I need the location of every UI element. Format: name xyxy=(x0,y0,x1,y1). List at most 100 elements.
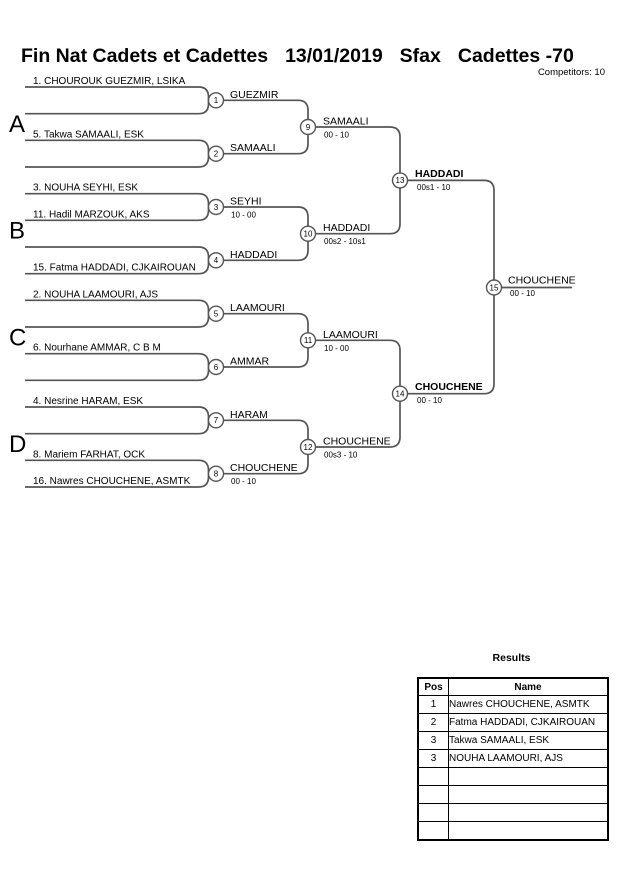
match-score: 00s2 - 10s1 xyxy=(324,237,366,246)
match-score: 00 - 10 xyxy=(510,289,535,298)
winner-label: HADDADI xyxy=(415,168,463,180)
table-row: 2 Fatma HADDADI, CJKAIROUAN xyxy=(417,713,609,732)
table-row: 1 Nawres CHOUCHENE, ASMTK xyxy=(417,695,609,714)
match-number: 5 xyxy=(214,310,219,319)
winner-label: SAMAALI xyxy=(230,142,276,154)
table-row xyxy=(417,821,609,841)
result-pos: 1 xyxy=(417,695,449,714)
competitor-name: 16. Nawres CHOUCHENE, ASMTK xyxy=(33,476,191,487)
result-pos: 3 xyxy=(417,731,449,750)
group-letter-a: A xyxy=(9,111,25,138)
winner-label: SEYHI xyxy=(230,196,262,208)
result-pos xyxy=(417,785,449,804)
winner-label: CHOUCHENE xyxy=(508,275,576,287)
match-score: 00s1 - 10 xyxy=(417,183,451,192)
competitors-count: Competitors: 10 xyxy=(537,67,605,78)
bracket-line-round1-pairs xyxy=(25,86,210,488)
results-header-row: Pos Name xyxy=(417,677,609,696)
result-name xyxy=(448,803,609,822)
winner-label: HADDADI xyxy=(230,249,277,261)
match-score: 10 - 00 xyxy=(324,344,349,353)
winner-label: SAMAALI xyxy=(323,116,369,128)
result-name: Takwa SAMAALI, ESK xyxy=(448,731,609,750)
result-pos: 3 xyxy=(417,749,449,768)
result-name xyxy=(448,767,609,786)
match-number: 13 xyxy=(396,176,405,185)
match-number: 12 xyxy=(304,443,313,452)
table-row xyxy=(417,767,609,786)
result-pos: 2 xyxy=(417,713,449,732)
group-letter-d: D xyxy=(9,431,26,458)
match-circle xyxy=(299,118,317,136)
results-title: Results xyxy=(492,652,531,664)
results-header-pos: Pos xyxy=(417,677,449,696)
title-category: Cadettes -70 xyxy=(457,45,574,67)
match-number: 1 xyxy=(214,96,219,105)
match-circle xyxy=(391,385,409,402)
match-score: 10 - 00 xyxy=(231,211,256,220)
match-circle xyxy=(391,172,409,189)
result-name: Nawres CHOUCHENE, ASMTK xyxy=(448,695,609,714)
result-name: NOUHA LAAMOURI, AJS xyxy=(448,749,609,768)
match-score: 00 - 10 xyxy=(417,396,442,405)
match-circle xyxy=(207,92,225,109)
match-number: 6 xyxy=(214,363,219,372)
match-circle xyxy=(299,438,317,456)
competitor-name: 11. Hadil MARZOUK, AKS xyxy=(33,209,150,220)
bracket-diagram: A B C D 1. CHOUROUK GUEZMIR, LSIKA 5. Ta… xyxy=(9,76,576,488)
result-name xyxy=(448,821,609,841)
match-circle xyxy=(207,198,225,216)
match-circle xyxy=(207,412,225,429)
competitor-name: 2. NOUHA LAAMOURI, AJS xyxy=(33,289,158,300)
match-circle xyxy=(207,145,225,162)
title-event: Fin Nat Cadets et Cadettes xyxy=(21,45,269,67)
competitor-name: 6. Nourhane AMMAR, C B M xyxy=(33,343,161,354)
results-table: Pos Name 1 Nawres CHOUCHENE, ASMTK 2 Fat… xyxy=(417,677,609,841)
match-number: 10 xyxy=(304,230,313,239)
competitor-name: 15. Fatma HADDADI, CJKAIROUAN xyxy=(33,263,196,274)
winner-label: HADDADI xyxy=(323,222,370,234)
match-number: 11 xyxy=(304,336,313,345)
match-circle xyxy=(485,279,503,296)
match-score: 00 - 10 xyxy=(231,477,256,486)
result-pos xyxy=(417,803,449,822)
result-name xyxy=(448,785,609,804)
bracket-line-round1-winners xyxy=(223,99,309,475)
result-pos xyxy=(417,821,449,841)
title-city: Sfax xyxy=(399,45,441,67)
results-header-name: Name xyxy=(448,677,609,696)
match-circle xyxy=(207,358,225,376)
table-row: 3 Takwa SAMAALI, ESK xyxy=(417,731,609,750)
group-letter-c: C xyxy=(9,324,26,351)
match-score: 00 - 10 xyxy=(324,131,349,140)
match-number: 8 xyxy=(214,470,219,479)
match-number: 15 xyxy=(490,283,499,292)
match-circle xyxy=(299,332,317,349)
match-number: 2 xyxy=(214,150,219,159)
match-number: 3 xyxy=(214,203,219,212)
match-circle xyxy=(207,465,225,482)
competitor-name: 5. Takwa SAMAALI, ESK xyxy=(33,129,144,140)
competitor-name: 3. NOUHA SEYHI, ESK xyxy=(33,183,138,194)
winner-label: HARAM xyxy=(230,409,268,421)
bracket-line-round2-winners xyxy=(315,126,401,448)
competitor-name: 4. Nesrine HARAM, ESK xyxy=(33,396,143,407)
competitor-name: 8. Mariem FARHAT, OCK xyxy=(33,449,145,460)
winner-label: AMMAR xyxy=(230,356,270,368)
winner-label: CHOUCHENE xyxy=(323,436,391,448)
match-number: 4 xyxy=(214,256,219,265)
title-date: 13/01/2019 xyxy=(285,45,383,67)
match-score: 00s3 - 10 xyxy=(324,451,358,460)
bracket-line-semifinal-winners xyxy=(407,179,495,395)
winner-label: CHOUCHENE xyxy=(415,381,483,393)
competitor-name: 1. CHOUROUK GUEZMIR, LSIKA xyxy=(33,76,186,87)
table-row xyxy=(417,785,609,804)
winner-label: CHOUCHENE xyxy=(230,462,298,474)
match-circle xyxy=(207,252,225,269)
winner-label: GUEZMIR xyxy=(230,89,279,101)
match-circle xyxy=(207,305,225,322)
group-letter-b: B xyxy=(9,218,25,245)
winner-label: LAAMOURI xyxy=(230,302,285,314)
table-row xyxy=(417,803,609,822)
